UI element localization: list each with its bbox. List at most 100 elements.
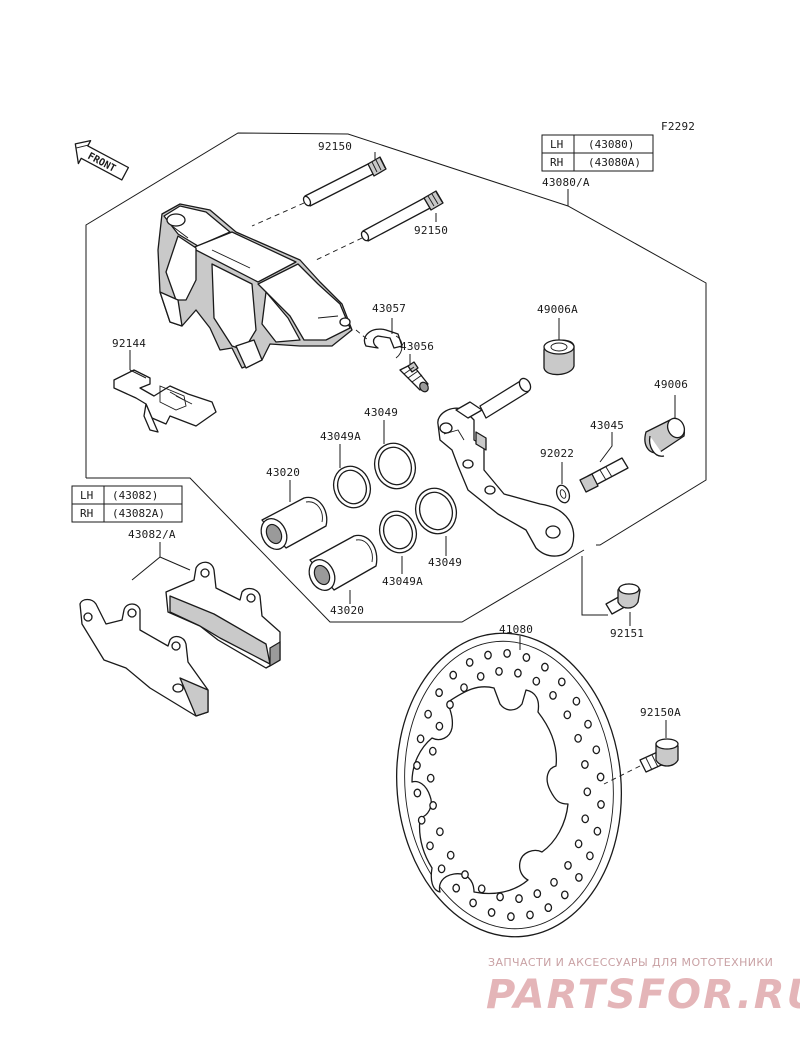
brake-pad-outer <box>79 598 209 717</box>
disc-hole <box>436 827 444 837</box>
disc-hole <box>435 688 443 698</box>
disc-hole <box>496 892 504 902</box>
disc-hole <box>597 800 605 809</box>
disc-hole <box>452 883 461 893</box>
disc-bolt-92150a <box>639 738 679 773</box>
pads-row-rh-side: RH <box>80 507 93 520</box>
disc-hole <box>428 746 437 756</box>
disc-hole <box>563 710 572 720</box>
disc-hole <box>549 690 557 700</box>
disc-hole <box>437 864 446 874</box>
watermark-tagline: ЗАПЧАСТИ И АКСЕССУАРЫ ДЛЯ МОТОТЕХНИКИ <box>488 956 773 969</box>
label-seal-43049a-bottom: 43049A <box>382 575 423 588</box>
disc-hole <box>487 908 496 917</box>
boot-49006 <box>644 417 686 457</box>
disc-hole <box>581 760 589 769</box>
disc-hole <box>476 671 485 681</box>
label-boot-49006: 49006 <box>654 378 688 391</box>
disc-hole <box>564 860 572 870</box>
label-piston-43020-bottom: 43020 <box>330 604 364 617</box>
label-pin-lower: 92150 <box>414 224 448 237</box>
seal-43049a-bottom <box>378 510 418 554</box>
disc-hole <box>584 719 592 729</box>
disc-vent-holes <box>413 648 605 922</box>
pads-row-rh-code: (43082A) <box>112 507 165 520</box>
disc-hole <box>596 772 605 782</box>
bolt-92151 <box>605 583 641 615</box>
brake-pad-inner <box>165 561 281 669</box>
disc-hole <box>503 648 511 658</box>
disc-hole <box>541 662 549 672</box>
brake-disc-41080 <box>395 632 623 938</box>
boot-49006a <box>543 339 575 376</box>
disc-hole <box>461 870 469 880</box>
disc-hole <box>484 650 492 660</box>
disc-hole <box>533 889 542 899</box>
caliper-variant-table: LH (43080) RH (43080A) <box>541 134 654 172</box>
disc-hole <box>581 814 590 824</box>
caliper-row-lh-side: LH <box>550 138 563 151</box>
disc-hole <box>495 666 503 676</box>
label-bolt-92151: 92151 <box>610 627 644 640</box>
watermark-brand: PARTSFOR.RU <box>486 972 800 1018</box>
bolt-43045 <box>579 457 629 493</box>
disc-hole <box>557 677 566 687</box>
seal-43049-top <box>373 442 417 490</box>
disc-hole <box>593 826 602 836</box>
front-arrow-icon: FRONT <box>74 139 130 181</box>
disc-hole <box>583 787 592 797</box>
caliper-assy-outline <box>85 132 707 546</box>
caliper-bracket <box>437 377 575 557</box>
pin-92150-lower <box>360 190 444 242</box>
pads-variant-table: LH (43082) RH (43082A) <box>71 485 183 523</box>
figure-code: F2292 <box>661 120 695 133</box>
caliper-body <box>157 203 353 369</box>
label-piston-43020-top: 43020 <box>266 466 300 479</box>
label-bolt-43045: 43045 <box>590 419 624 432</box>
disc-hole <box>449 670 458 680</box>
label-boot-49006a: 49006A <box>537 303 578 316</box>
disc-hole <box>586 851 594 861</box>
bleeder-43056 <box>399 361 429 393</box>
disc-hole <box>426 773 435 783</box>
disc-hole <box>465 657 474 667</box>
disc-hole <box>514 668 522 678</box>
disc-hole <box>416 734 425 744</box>
disc-hole <box>469 898 477 908</box>
disc-hole <box>574 733 582 743</box>
label-seal-43049a-top: 43049A <box>320 430 361 443</box>
piston-43020-top <box>260 496 328 551</box>
label-spring-plate: 92144 <box>112 337 146 350</box>
watermark: ЗАПЧАСТИ И АКСЕССУАРЫ ДЛЯ МОТОТЕХНИКИ PA… <box>486 956 800 1018</box>
disc-hole <box>507 912 515 922</box>
disc-hole <box>435 721 444 731</box>
disc-hole <box>429 801 437 810</box>
label-caliper-assy: 43080/A <box>542 176 590 189</box>
pads-row-lh-side: LH <box>80 489 93 502</box>
label-bleeder: 43056 <box>400 340 434 353</box>
clip-43057 <box>363 328 403 359</box>
caliper-row-lh-code: (43080) <box>588 138 634 151</box>
ring-92022 <box>555 484 571 504</box>
disc-hole <box>413 761 421 770</box>
disc-hole <box>413 788 422 798</box>
seal-43049a-top <box>332 465 372 509</box>
disc-hole <box>526 910 534 920</box>
label-disc: 41080 <box>499 623 533 636</box>
label-ring-92022: 92022 <box>540 447 574 460</box>
label-disc-bolt: 92150A <box>640 706 681 719</box>
disc-hole <box>522 653 531 662</box>
disc-hole <box>446 700 454 710</box>
disc-hole <box>515 894 523 904</box>
pads-row-lh-code: (43082) <box>112 489 158 502</box>
piston-43020-bottom <box>308 534 378 592</box>
label-pads-assy: 43082/A <box>128 528 176 541</box>
caliper-row-rh-code: (43080A) <box>588 156 641 169</box>
disc-hole <box>574 839 583 849</box>
disc-hole <box>426 841 434 851</box>
caliper-row-rh-side: RH <box>550 156 563 169</box>
disc-hole <box>424 709 432 719</box>
disc-hole <box>460 683 468 693</box>
label-pin-upper: 92150 <box>318 140 352 153</box>
